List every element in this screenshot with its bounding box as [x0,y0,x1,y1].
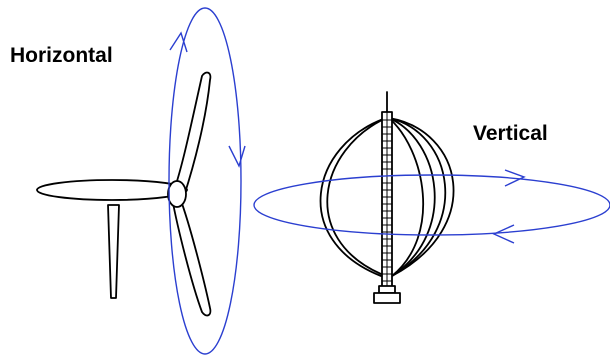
vawt-arrowhead-right [504,169,526,187]
vawt-blade-right-2 [388,117,436,277]
vawt-blade-right-3 [388,117,447,277]
vawt-blade-left-inner [326,117,387,275]
hawt-hub [167,180,187,208]
hawt-rotation-arrow [168,7,246,355]
hawt-arrowhead-right [228,145,246,168]
vawt-base [373,292,401,304]
vawt-blade-right-4 [388,117,455,277]
vawt-blade-left-outer [319,117,387,277]
horizontal-label: Horizontal [10,44,113,67]
vertical-axis-turbine: Vertical [253,91,610,304]
vertical-label: Vertical [473,122,548,145]
hawt-blade-down [171,197,212,317]
hawt-blade-up [171,71,212,197]
vawt-rotation-arrow [253,169,610,244]
hawt-rotation-path [168,7,242,355]
hawt-arrowhead-top [169,31,188,53]
vawt-blade-right-1 [388,117,425,277]
vawt-base-collar [378,285,396,294]
hawt-nacelle [36,179,188,201]
vawt-rotation-path [253,174,610,236]
hawt-tower [107,204,120,299]
horizontal-axis-turbine: Horizontal [10,7,246,355]
vawt-arrowhead-left [492,224,515,244]
vawt-blades [319,117,455,277]
